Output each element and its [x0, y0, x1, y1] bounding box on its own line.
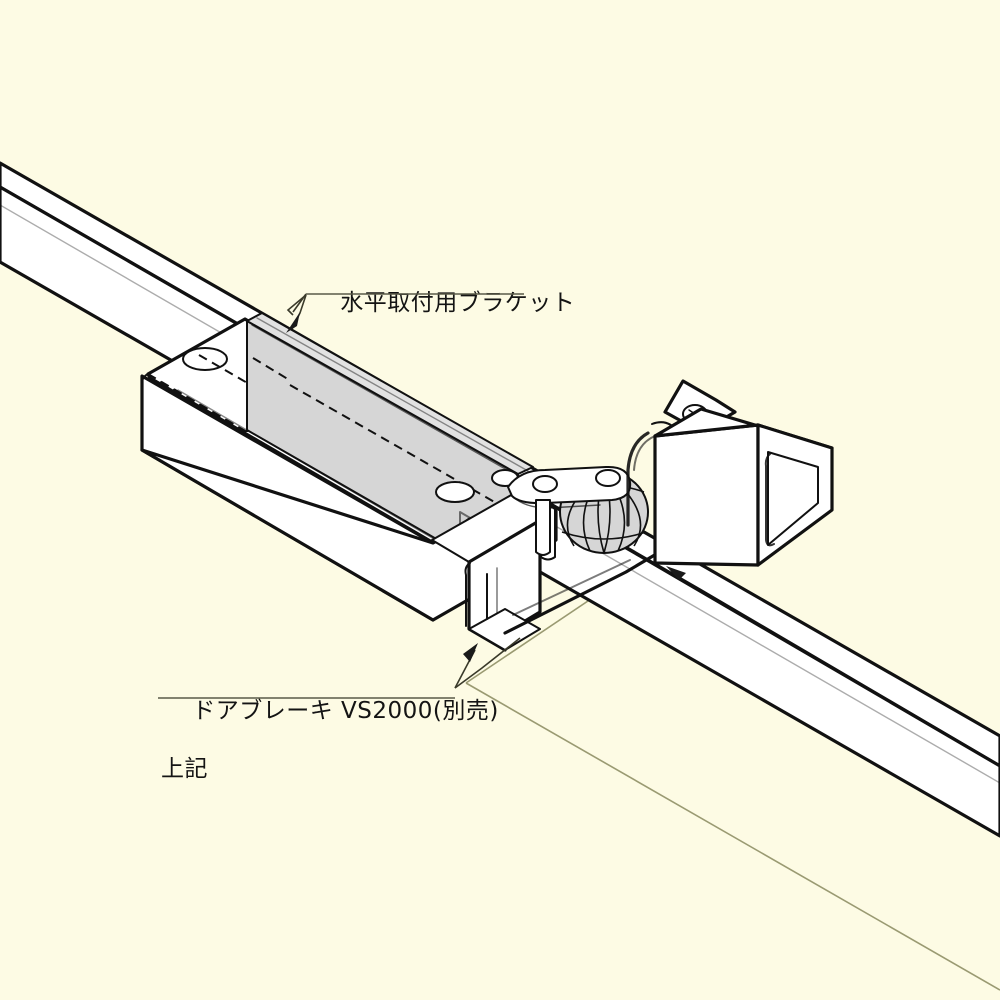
label-door-brake-line2: 上記	[161, 756, 208, 782]
arrow-tube-base	[666, 566, 686, 580]
housing-to-tube-curve	[626, 431, 656, 527]
leader-door-brake	[454, 637, 521, 689]
brake-roller-assembly	[507, 465, 649, 561]
channel-open-end	[431, 489, 660, 652]
linkage-arm	[507, 465, 632, 509]
square-tube-post	[651, 379, 834, 567]
label-horizontal-mounting-bracket: 水平取付用ブラケット	[309, 261, 575, 345]
leader-bracket	[286, 293, 307, 333]
label-door-brake-line1: ドアブレーキ VS2000(別売)	[192, 698, 499, 724]
label-door-brake: ドアブレーキ VS2000(別売) 上記	[161, 668, 499, 842]
label-bracket-text: 水平取付用ブラケット	[340, 290, 576, 316]
